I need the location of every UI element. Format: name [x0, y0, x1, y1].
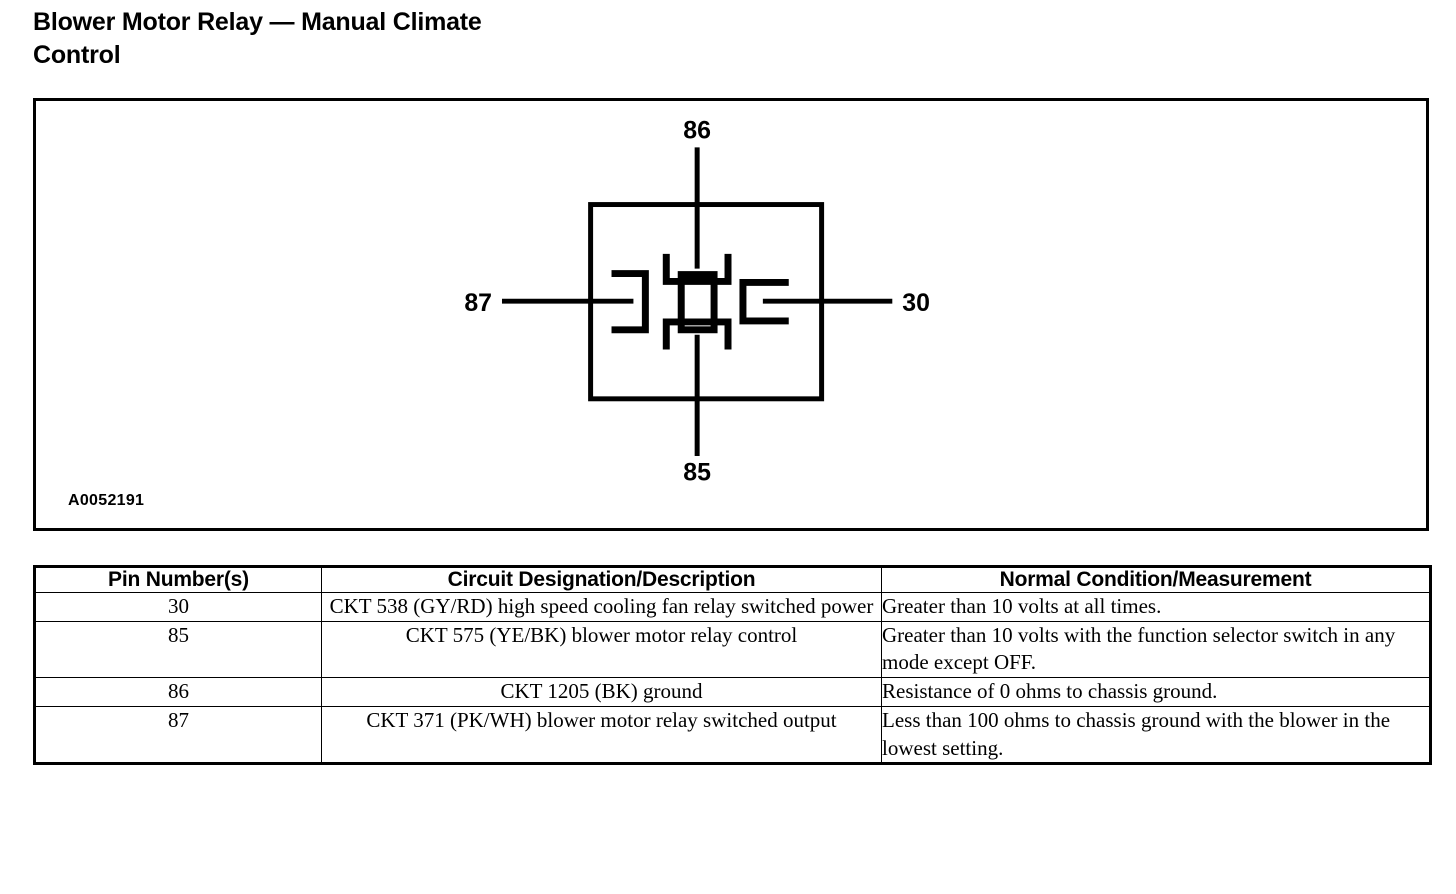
table-row: 86 CKT 1205 (BK) ground Resistance of 0 … [34, 677, 1431, 707]
column-header-pin-number: Pin Number(s) [34, 566, 322, 593]
terminal-30-blade [739, 278, 789, 325]
page-title: Blower Motor Relay — Manual Climate Cont… [33, 6, 673, 72]
page-title-line-1: Blower Motor Relay — Manual Climate [33, 8, 482, 36]
column-header-normal-condition: Normal Condition/Measurement [881, 566, 1431, 593]
table-header-row: Pin Number(s) Circuit Designation/Descri… [34, 566, 1431, 593]
cell-pin-number: 87 [34, 705, 322, 765]
terminal-center-unlabeled-blade [677, 271, 718, 334]
terminal-86-blade [662, 253, 732, 285]
page-title-line-2: Control [33, 41, 121, 69]
cell-circuit-description: CKT 371 (PK/WH) blower motor relay switc… [321, 705, 882, 765]
figure-caption: A0052191 [68, 492, 145, 509]
table-row: 85 CKT 575 (YE/BK) blower motor relay co… [34, 620, 1431, 679]
cell-circuit-description: CKT 575 (YE/BK) blower motor relay contr… [321, 620, 882, 679]
pin-callout-30-label: 30 [902, 290, 930, 317]
terminal-87-blade [611, 270, 649, 334]
pin-callout-87-label: 87 [464, 290, 492, 317]
pin-assignment-table: Pin Number(s) Circuit Designation/Descri… [33, 565, 1432, 766]
cell-normal-condition: Greater than 10 volts at all times. [881, 592, 1431, 622]
table-body: 30 CKT 538 (GY/RD) high speed cooling fa… [34, 592, 1431, 765]
cell-pin-number: 30 [34, 592, 322, 622]
relay-diagram-figure: 86 85 87 30 A0052191 [33, 98, 1429, 531]
table-row: 30 CKT 538 (GY/RD) high speed cooling fa… [34, 592, 1431, 622]
column-header-circuit-description: Circuit Designation/Description [321, 566, 882, 593]
cell-pin-number: 86 [34, 677, 322, 707]
cell-normal-condition: Greater than 10 volts with the function … [881, 620, 1431, 679]
cell-circuit-description: CKT 1205 (BK) ground [321, 677, 882, 707]
cell-circuit-description: CKT 538 (GY/RD) high speed cooling fan r… [321, 592, 882, 622]
cell-pin-number: 85 [34, 620, 322, 679]
cell-normal-condition: Resistance of 0 ohms to chassis ground. [881, 677, 1431, 707]
pin-callout-86-label: 86 [683, 118, 711, 145]
table-row: 87 CKT 371 (PK/WH) blower motor relay sw… [34, 705, 1431, 765]
pin-callout-85-label: 85 [683, 460, 711, 487]
relay-connector-face-view: 86 85 87 30 [464, 118, 930, 487]
table-header: Pin Number(s) Circuit Designation/Descri… [34, 566, 1431, 593]
cell-normal-condition: Less than 100 ohms to chassis ground wit… [881, 705, 1431, 765]
pin-table-container: Pin Number(s) Circuit Designation/Descri… [33, 565, 1432, 766]
terminal-85-blade [662, 318, 732, 350]
